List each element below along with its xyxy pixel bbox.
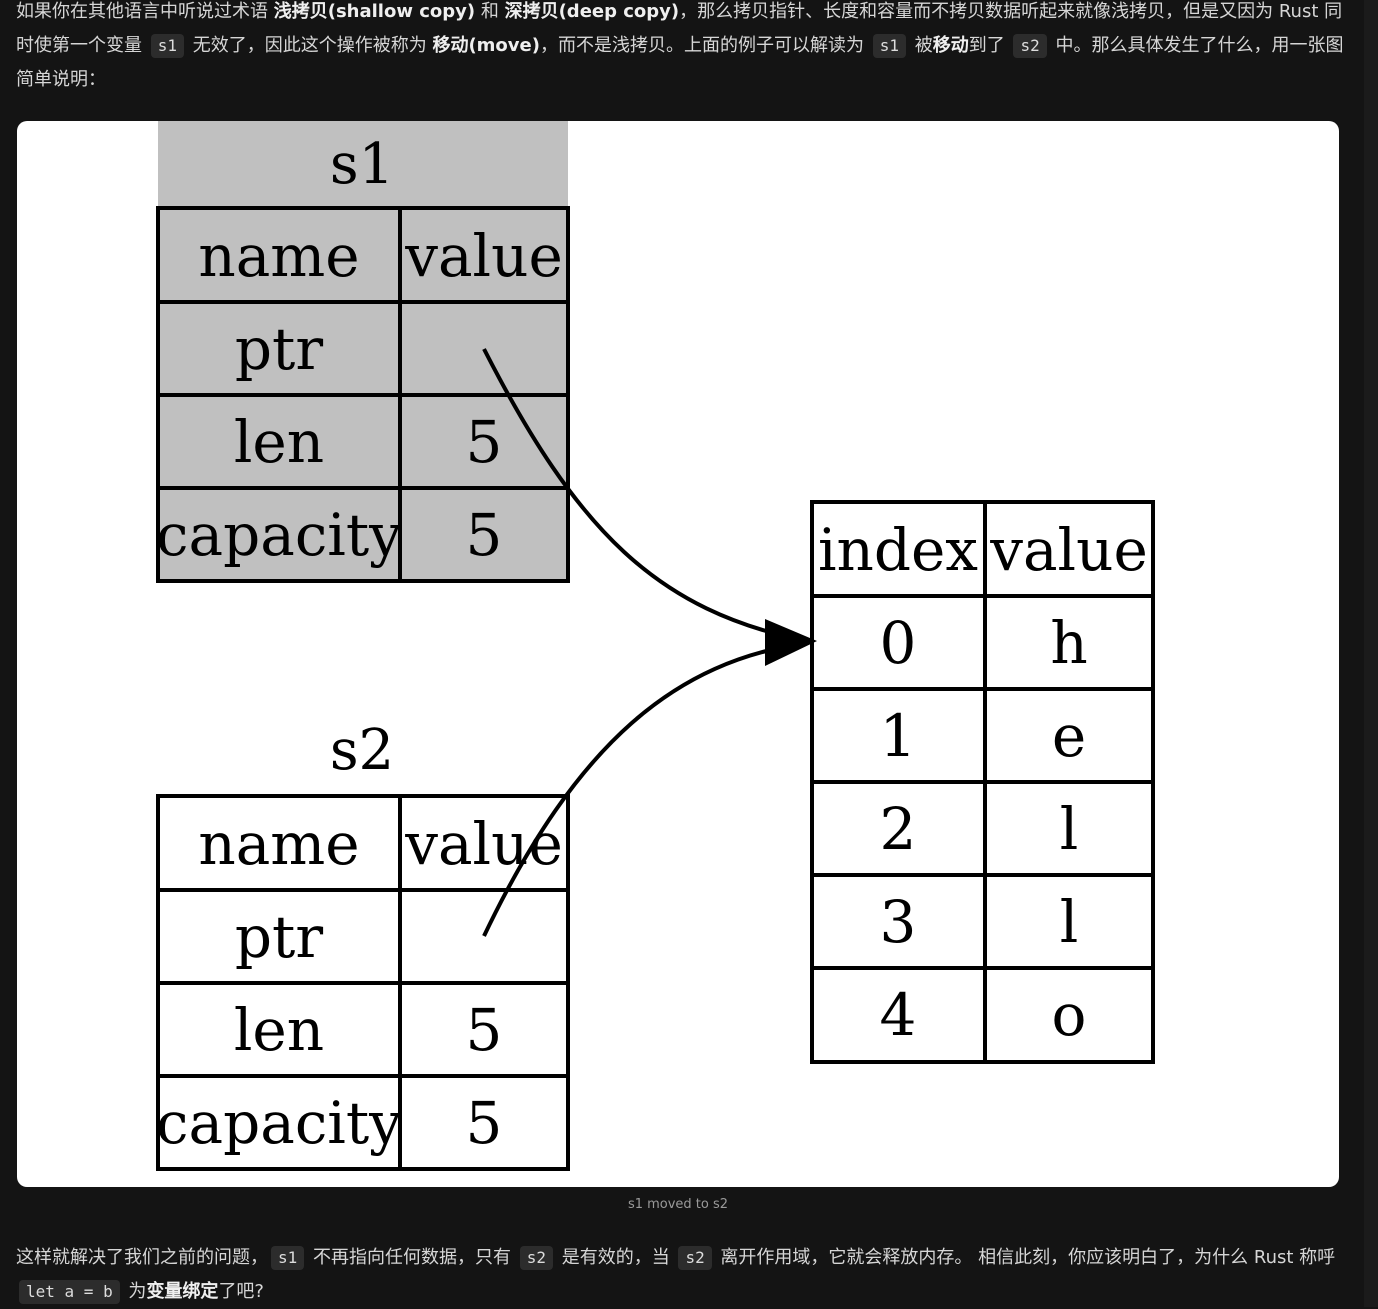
- term-move: 移动(move): [432, 35, 540, 56]
- heap-header-index: index: [818, 516, 978, 584]
- heap-row-value: l: [1060, 888, 1079, 956]
- term-shallow-copy: 浅拷贝(shallow copy): [273, 1, 476, 22]
- text-segment: 为: [122, 1281, 147, 1302]
- s1-row-len-name: len: [234, 408, 324, 476]
- text-segment: 到了: [968, 35, 1011, 56]
- heap-header-value: value: [989, 516, 1148, 584]
- text-segment: 了吧?: [218, 1281, 264, 1302]
- s2-row-capacity-value: 5: [466, 1089, 503, 1157]
- s2-header-name: name: [198, 810, 359, 878]
- move-diagram: s1 name value ptr len 5 capacity 5 s2 na…: [17, 121, 1339, 1187]
- text-segment: 离开作用域，它就会释放内存。 相信此刻，你应该明白了，为什么 Rust 称呼: [714, 1247, 1336, 1268]
- inline-code-s1: s1: [271, 1246, 305, 1270]
- s1-ptr-arrow: [482, 348, 808, 643]
- s1-row-ptr-name: ptr: [235, 315, 323, 383]
- text-segment: 被: [908, 35, 933, 56]
- diagram-canvas: s1 name value ptr len 5 capacity 5 s2 na…: [156, 121, 1155, 1171]
- heap-row-index: 2: [880, 795, 917, 863]
- term-variable-binding: 变量绑定: [146, 1281, 219, 1302]
- s1-row-capacity-name: capacity: [156, 501, 402, 569]
- heap-row-index: 1: [880, 702, 917, 770]
- heap-row-value: l: [1060, 795, 1079, 863]
- term-moved: 移动: [932, 35, 969, 56]
- term-deep-copy: 深拷贝(deep copy): [504, 1, 680, 22]
- text-segment: ，而不是浅拷贝。上面的例子可以解读为: [539, 35, 870, 56]
- s1-title-band: [158, 121, 568, 207]
- text-segment: 和: [475, 1, 505, 22]
- text-segment: 这样就解决了我们之前的问题，: [16, 1247, 268, 1268]
- arrowhead-icon: [765, 619, 817, 666]
- text-segment: 如果你在其他语言中听说过术语: [16, 1, 274, 22]
- heap-row-value: e: [1052, 702, 1086, 770]
- s2-title: s2: [330, 718, 394, 783]
- heap-row-index: 4: [880, 981, 917, 1049]
- s1-row-len-value: 5: [466, 408, 503, 476]
- conclusion-paragraph: 这样就解决了我们之前的问题，s1 不再指向任何数据，只有 s2 是有效的，当 s…: [16, 1241, 1346, 1309]
- s2-row-capacity-name: capacity: [156, 1089, 402, 1157]
- heap-table: index value 0 h 1 e 2 l 3 l 4 o: [810, 500, 1155, 1064]
- text-segment: ，那么拷贝指针、长度和容量而不拷贝数据听起来就像浅拷贝，但是又因为 Rust 同…: [16, 1, 1343, 56]
- s1-title: s1: [330, 132, 394, 197]
- inline-code-s2: s2: [1013, 34, 1047, 58]
- inline-code-s2: s2: [678, 1246, 712, 1270]
- page-scrollbar[interactable]: [1364, 0, 1378, 1307]
- text-segment: 无效了，因此这个操作被称为: [187, 35, 433, 56]
- inline-code-s1: s1: [150, 34, 184, 58]
- text-segment: 中。那么具体发生了什么，用一张图简单说明：: [16, 35, 1344, 90]
- s1-row-capacity-value: 5: [466, 501, 503, 569]
- inline-code-let-a-b: let a = b: [19, 1280, 120, 1304]
- s2-row-ptr-name: ptr: [235, 903, 323, 971]
- s1-header-value: value: [404, 222, 563, 290]
- heap-row-value: h: [1050, 609, 1087, 677]
- heap-row-index: 3: [880, 888, 917, 956]
- s1-table: s1 name value ptr len 5 capacity 5: [156, 121, 570, 583]
- heap-row-value: o: [1052, 981, 1087, 1049]
- s2-table: s2 name value ptr len 5 capacity 5: [156, 718, 570, 1171]
- s2-row-len-value: 5: [466, 996, 503, 1064]
- heap-row-index: 0: [880, 609, 917, 677]
- s2-row-len-name: len: [234, 996, 324, 1064]
- s2-ptr-arrow: [482, 641, 808, 937]
- figure-caption: s1 moved to s2: [627, 1197, 729, 1212]
- intro-paragraph: 如果你在其他语言中听说过术语 浅拷贝(shallow copy) 和 深拷贝(d…: [16, 0, 1346, 97]
- s2-header-value: value: [404, 810, 563, 878]
- inline-code-s1: s1: [872, 34, 906, 58]
- text-segment: 是有效的，当: [555, 1247, 676, 1268]
- s1-header-name: name: [198, 222, 359, 290]
- inline-code-s2: s2: [519, 1246, 553, 1270]
- text-segment: 不再指向任何数据，只有: [307, 1247, 517, 1268]
